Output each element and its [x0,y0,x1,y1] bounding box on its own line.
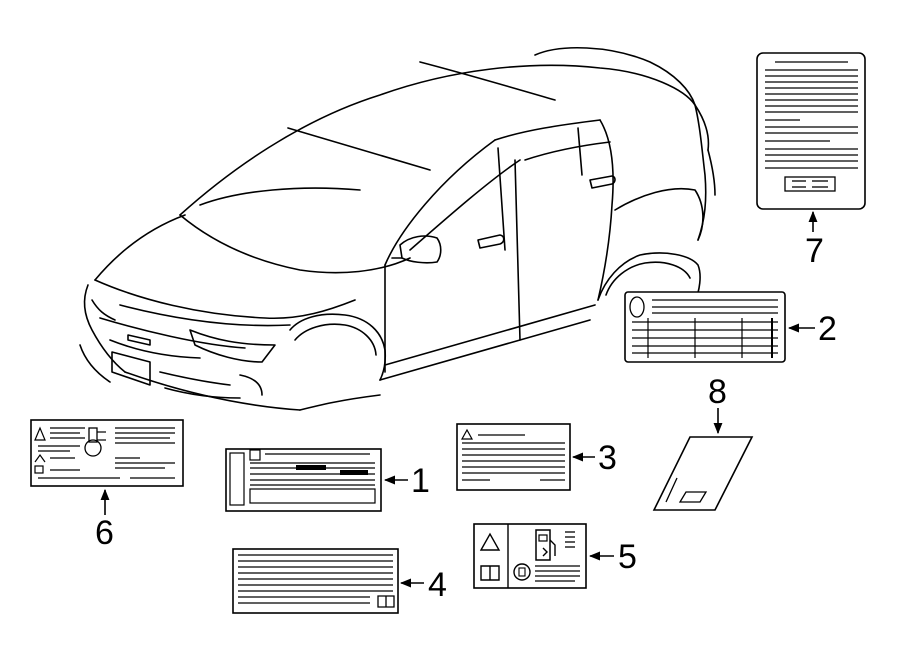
label-7-text-lines [765,61,858,169]
car-outline-icon [79,47,716,411]
callout-numbers: 1 2 3 4 5 6 7 8 [95,232,837,604]
callout-8: 8 [708,373,727,411]
label-8 [652,436,754,511]
callout-4: 4 [428,566,447,604]
label-4 [232,548,399,614]
label-2 [624,291,786,363]
arrows [100,210,818,588]
label-5 [473,523,587,589]
fuel-pump-icon [535,529,556,561]
label-3 [456,423,571,491]
callout-7: 7 [805,232,824,270]
owner-manual-book-icon [377,595,395,608]
callout-5: 5 [618,538,637,576]
callout-2: 2 [818,310,837,348]
label-4-text-lines [238,554,393,604]
label-6 [30,419,184,487]
label-5-text-lines [535,531,580,582]
label-2-text-lines [632,299,778,354]
owner-manual-book-icon [480,565,500,581]
label-6-text-lines [38,427,175,479]
warning-triangle-icon [34,426,46,441]
label-7 [756,52,866,210]
callout-1: 1 [411,462,430,500]
label-1-text-lines [250,453,375,486]
label-7-barcode-box [784,176,836,192]
label-3-text-lines [462,434,565,481]
callout-3: 3 [598,439,617,477]
label-2-tire-icon [629,296,645,318]
warning-triangle-icon [479,532,501,551]
callout-6: 6 [95,514,114,552]
label-1 [225,448,382,512]
